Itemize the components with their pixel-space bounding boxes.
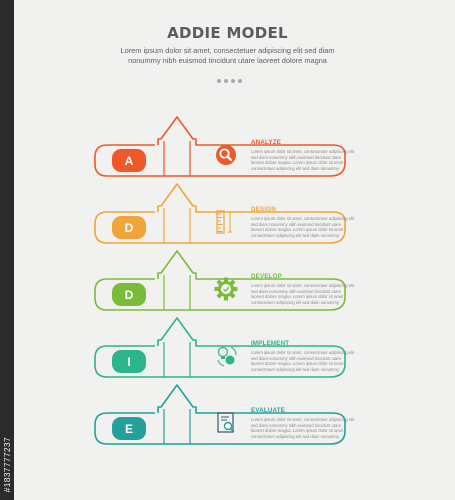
letter-badge-text: A [125, 154, 134, 168]
document-search-icon [217, 412, 235, 433]
letter-badge [112, 283, 146, 306]
stage-analyze: A [94, 116, 346, 177]
stage-title-design: DESIGN [251, 206, 276, 213]
letter-badge [112, 350, 146, 373]
stage-description-implement: Lorem ipsum dolor sit amet, consectetuer… [251, 350, 355, 372]
stage-description-analyze: Lorem ipsum dolor sit amet, consectetuer… [251, 149, 355, 171]
page-title: ADDIE MODEL [167, 24, 288, 42]
stage-band-outline [94, 317, 346, 378]
stage-title-develop: DEVELOP [251, 273, 282, 280]
dot [238, 79, 242, 83]
stage-implement: I [94, 317, 346, 378]
pagination-dots [217, 79, 242, 83]
stage-text-evaluate: EVALUATE Lorem ipsum dolor sit amet, con… [251, 407, 355, 439]
dot [231, 79, 235, 83]
lightbulb-cycle-icon [217, 346, 237, 367]
letter-badge-text: I [127, 355, 130, 369]
stage-band-outline [94, 116, 346, 177]
stage-title-implement: IMPLEMENT [251, 340, 290, 347]
watermark-strip: #1837777237 [0, 0, 14, 500]
letter-badge [112, 149, 146, 172]
letter-badge [112, 216, 146, 239]
stage-text-implement: IMPLEMENT Lorem ipsum dolor sit amet, co… [251, 340, 355, 372]
stage-evaluate: E [94, 384, 346, 445]
magnifier-icon [216, 145, 236, 165]
stage-design: D [94, 183, 346, 244]
letter-badge-text: D [125, 288, 134, 302]
stage-band-outline [94, 384, 346, 445]
ruler-icon [216, 210, 233, 234]
stage-title-analyze: ANALYZE [251, 139, 282, 146]
stage-description-design: Lorem ipsum dolor sit amet, consectetuer… [251, 216, 355, 238]
letter-badge-text: E [125, 422, 133, 436]
stage-description-evaluate: Lorem ipsum dolor sit amet, consectetuer… [251, 417, 355, 439]
page-subtitle: Lorem ipsum dolor sit amet, consectetuer… [120, 46, 335, 65]
stage-text-develop: DEVELOP Lorem ipsum dolor sit amet, cons… [251, 273, 355, 305]
stage-develop: D [94, 250, 346, 311]
stage-title-evaluate: EVALUATE [251, 407, 286, 414]
watermark-id: #1837777237 [2, 436, 12, 492]
letter-badge [112, 417, 146, 440]
gear-check-icon [214, 277, 238, 301]
dot [224, 79, 228, 83]
dot [217, 79, 221, 83]
stage-text-analyze: ANALYZE Lorem ipsum dolor sit amet, cons… [251, 139, 355, 171]
stage-text-design: DESIGN Lorem ipsum dolor sit amet, conse… [251, 206, 355, 238]
stage-description-develop: Lorem ipsum dolor sit amet, consectetuer… [251, 283, 355, 305]
letter-badge-text: D [125, 221, 134, 235]
